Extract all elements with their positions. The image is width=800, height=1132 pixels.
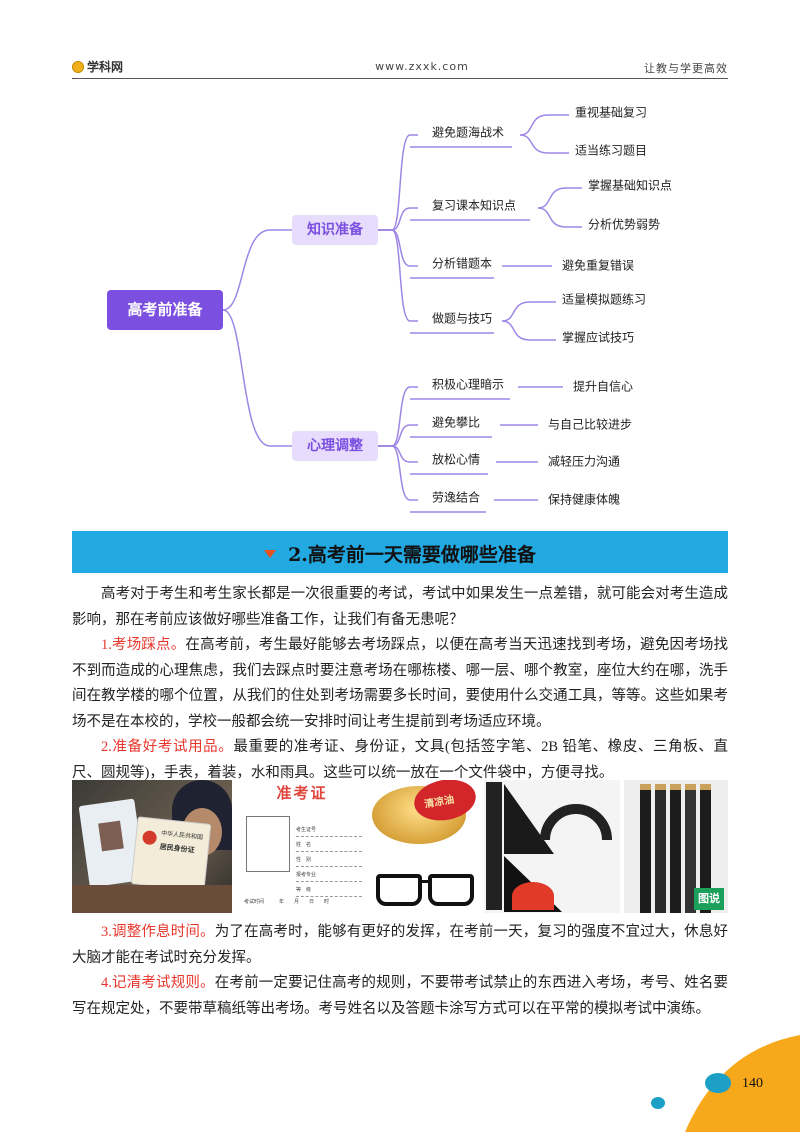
item-2: 2.准备好考试用品。最重要的准考证、身份证，文具(包括签字笔、2B 铅笔、橡皮、… (72, 735, 728, 786)
stationery-photo (484, 780, 620, 913)
admission-field: 姓 名 (296, 837, 362, 852)
intro-paragraph: 高考对于考生和考生家长都是一次很重要的考试，考试中如果发生一点差错，就可能会对考… (72, 586, 728, 628)
balm-and-glasses: 清凉油 (368, 780, 482, 913)
branch-node-box (292, 215, 378, 245)
child-node: 劳逸结合 (432, 490, 480, 505)
item-2-body: 最重要的准考证、身份证，文具(包括签字笔、2B 铅笔、橡皮、三角板、直尺、圆规等… (72, 739, 729, 781)
item-1: 1.考场踩点。在高考前，考生最好能够去考场踩点，以便在高考当天迅速找到考场，避免… (72, 633, 728, 735)
site-url: www.zxxk.com (375, 60, 469, 73)
balm-label: 清凉油 (423, 794, 456, 811)
id-card-sub: 居民身份证 (159, 842, 195, 855)
branch-node-2: 心理调整 (307, 437, 364, 454)
child-node: 避免攀比 (432, 415, 480, 430)
branch-node-box (292, 431, 378, 461)
admission-field: 考生证号 (296, 822, 362, 837)
protractor (540, 804, 612, 840)
branch-node-1: 知识准备 (307, 221, 364, 238)
item-1-body: 在高考前，考生最好能够去考场踩点，以便在高考当天迅速找到考场，避免因考场找不到而… (72, 637, 729, 730)
section-title-bar: 2.高考前一天需要做哪些准备 (72, 531, 728, 573)
leaf-node: 适当练习题目 (575, 143, 647, 158)
id-card-photo: 中华人民共和国 居民身份证 (72, 780, 232, 913)
logo-icon (72, 61, 84, 73)
admission-field: 等 级 (296, 882, 362, 897)
leaf-node: 避免重复错误 (562, 258, 634, 273)
item-3: 3.调整作息时间。为了在高考时，能够有更好的发挥，在考前一天，复习的强度不宜过大… (72, 920, 728, 971)
leaf-node: 减轻压力沟通 (548, 455, 620, 469)
section-title: 2.高考前一天需要做哪些准备 (288, 544, 536, 566)
watermark-logo (512, 882, 554, 910)
page-number: 140 (742, 1076, 763, 1091)
leaf-node: 与自己比较进步 (548, 417, 632, 432)
item-4: 4.记清考试规则。在考前一定要记住高考的规则，不要带考试禁止的东西进入考场，考号… (72, 971, 728, 1022)
pencil (640, 784, 651, 913)
admission-field: 性 别 (296, 852, 362, 867)
leaf-node: 适量模拟题练习 (562, 292, 646, 307)
item-3-head: 3.调整作息时间。 (101, 924, 215, 940)
supplies-photos: 中华人民共和国 居民身份证 准考证 考生证号姓 名性 别报考专业等 级 考试时间… (72, 780, 728, 913)
pencil (685, 784, 696, 913)
site-logo: 学科网 (72, 58, 123, 75)
item-1-head: 1.考场踩点。 (101, 637, 186, 653)
logo-text: 学科网 (87, 60, 124, 74)
item-2-head: 2.准备好考试用品。 (101, 739, 234, 755)
child-node: 积极心理暗示 (432, 377, 504, 392)
child-node: 复习课本知识点 (432, 199, 516, 213)
triangle-icon (264, 550, 277, 558)
root-node-box (107, 290, 223, 330)
leaf-node: 掌握基础知识点 (588, 178, 672, 193)
glasses-right (428, 874, 474, 906)
pencil (655, 784, 666, 913)
glasses-left (376, 874, 422, 906)
leaf-node: 保持健康体魄 (548, 492, 620, 507)
site-slogan: 让教与学更高效 (644, 62, 728, 75)
item-3-body: 为了在高考时，能够有更好的发挥，在考前一天，复习的强度不宜过大，休息好大脑才能在… (72, 924, 728, 966)
ruler (486, 782, 502, 910)
child-node: 分析错题本 (432, 257, 492, 271)
child-node: 避免题海战术 (432, 125, 504, 140)
item-4-body: 在考前一定要记住高考的规则，不要带考试禁止的东西进入考场，考号、姓名要写在规定处… (72, 975, 728, 1017)
admission-footer: 考试时间 年 月 日 时 (244, 899, 330, 905)
emblem-icon (141, 829, 158, 846)
pencil (670, 784, 681, 913)
root-node: 高考前准备 (127, 301, 203, 319)
pencil (700, 784, 711, 913)
leaf-node: 分析优势弱势 (588, 218, 660, 232)
admission-title: 准考证 (276, 784, 328, 802)
admission-ticket: 准考证 考生证号姓 名性 别报考专业等 级 考试时间 年 月 日 时 (238, 780, 366, 913)
pencils-photo: 图说 (624, 780, 728, 913)
child-node: 做题与技巧 (432, 311, 492, 326)
id-card-title: 中华人民共和国 (160, 829, 204, 842)
leaf-node: 提升自信心 (573, 379, 633, 394)
admission-field: 报考专业 (296, 867, 362, 882)
leaf-node: 重视基础复习 (575, 105, 647, 120)
photo-box (246, 816, 290, 872)
child-node: 放松心情 (432, 452, 480, 467)
leaf-node: 掌握应试技巧 (562, 330, 634, 345)
page-header: 学科网 www.zxxk.com 让教与学更高效 (72, 58, 728, 79)
watermark-text: 图说 (694, 888, 724, 910)
item-4-head: 4.记清考试规则。 (101, 975, 215, 991)
